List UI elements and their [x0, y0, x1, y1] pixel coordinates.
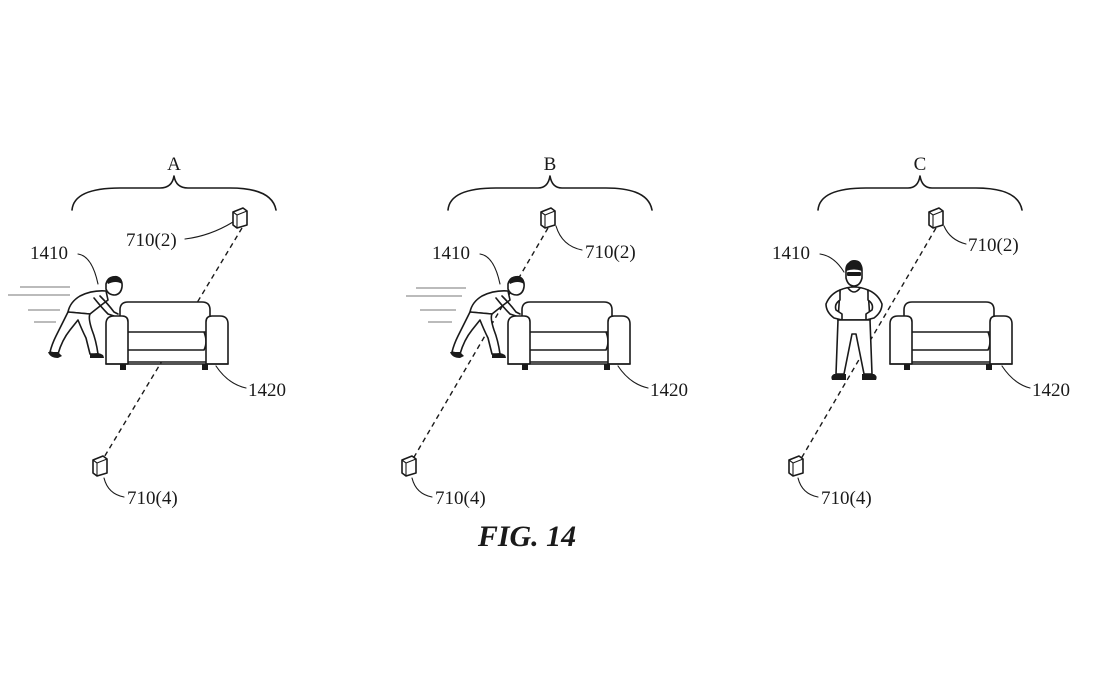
sofa-label-c: 1420 — [1032, 380, 1070, 401]
leader-710-2-b — [555, 225, 583, 251]
sensor-bottom-c — [788, 455, 804, 477]
leader-1420-b — [617, 365, 649, 389]
leader-710-2-c — [943, 225, 967, 245]
sensor-top-b — [540, 207, 556, 229]
sofa-label-b: 1420 — [650, 380, 688, 401]
sensor-bottom-label-a: 710(4) — [127, 488, 178, 509]
leader-710-4-a — [103, 477, 125, 498]
sensor-top-c — [928, 207, 944, 229]
leader-1410-a — [77, 253, 99, 285]
leader-1420-a — [215, 365, 247, 389]
sofa-b — [507, 301, 631, 371]
sensor-bottom-a — [92, 455, 108, 477]
sensor-top-label-b: 710(2) — [585, 242, 636, 263]
panel-label-a: A — [167, 154, 181, 175]
leader-1420-c — [1001, 365, 1031, 389]
person-label-a: 1410 — [30, 243, 68, 264]
person-standing-c — [825, 259, 883, 381]
panel-label-c: C — [914, 154, 927, 175]
leader-710-2-a — [184, 221, 234, 240]
sensor-top-label-a: 710(2) — [126, 230, 177, 251]
panel-c: C 1410 710(2) 1420 710(4) — [772, 154, 1070, 509]
sensor-top-a — [232, 207, 248, 229]
sofa-label-a: 1420 — [248, 380, 286, 401]
panel-a: A 1410 710(2) 1420 710(4) — [8, 154, 286, 509]
figure-caption: FIG. 14 — [477, 520, 576, 553]
panel-label-b: B — [544, 154, 557, 175]
sofa-a — [105, 301, 229, 371]
sensor-bottom-label-b: 710(4) — [435, 488, 486, 509]
bracket-c — [817, 175, 1023, 211]
sensor-bottom-b — [401, 455, 417, 477]
motion-lines-b — [406, 287, 466, 323]
bracket-b — [447, 175, 653, 211]
sensor-link-b — [409, 227, 549, 465]
leader-710-4-c — [797, 477, 819, 498]
sensor-bottom-label-c: 710(4) — [821, 488, 872, 509]
panel-b: B 1410 710(2) 1420 710(4) — [401, 154, 688, 509]
motion-lines-a — [8, 286, 70, 323]
leader-710-4-b — [411, 477, 433, 498]
leader-1410-c — [819, 253, 845, 273]
sensor-top-label-c: 710(2) — [968, 235, 1019, 256]
leader-1410-b — [479, 253, 501, 285]
sofa-c — [889, 301, 1013, 371]
person-label-c: 1410 — [772, 243, 810, 264]
bracket-a — [71, 175, 277, 211]
person-label-b: 1410 — [432, 243, 470, 264]
